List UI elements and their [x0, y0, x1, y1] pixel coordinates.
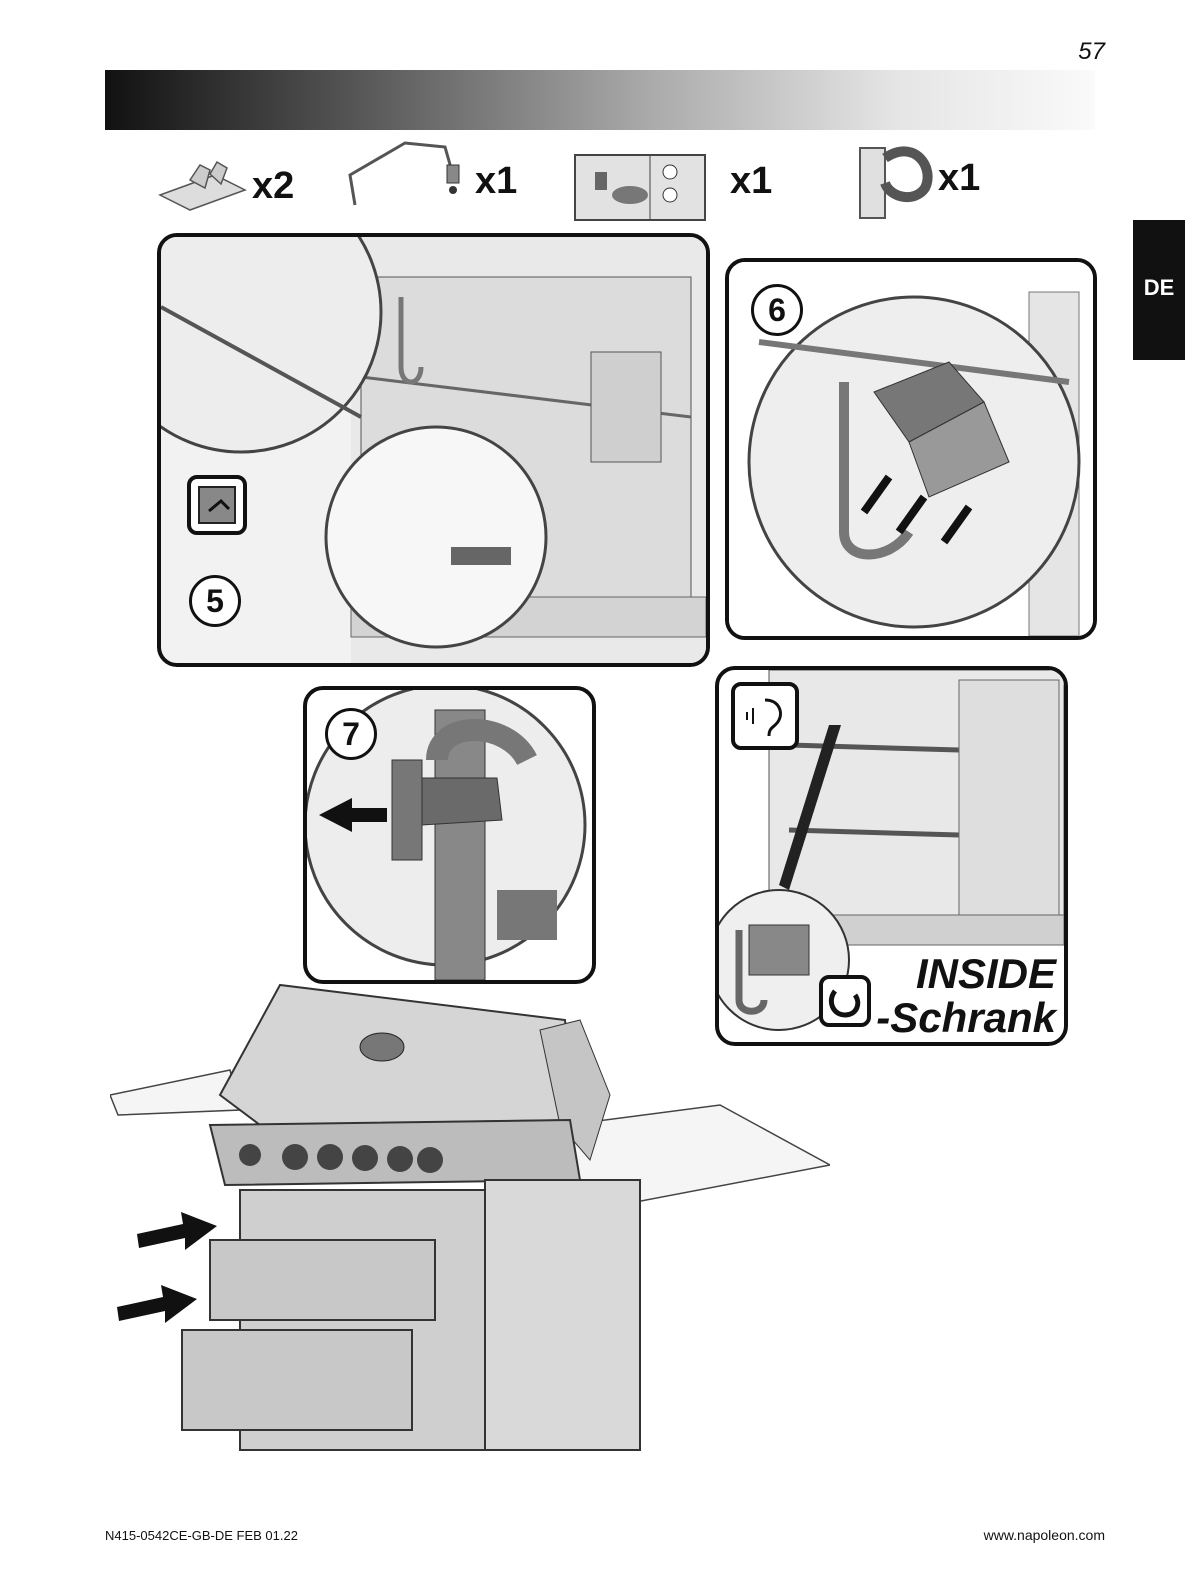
step-number-5: 5	[189, 575, 241, 627]
step-5-panel: 5	[157, 233, 710, 667]
inside-cabinet-label: INSIDE -Schrank	[876, 952, 1056, 1040]
control-box-icon	[570, 150, 710, 225]
step-6-panel: 6	[725, 258, 1097, 640]
page-number: 57	[1078, 38, 1105, 66]
step-number-6: 6	[751, 284, 803, 336]
hose-clip-icon	[855, 128, 935, 223]
website-link[interactable]: www.napoleon.com	[984, 1527, 1105, 1543]
igniter-wire-icon	[345, 135, 465, 215]
header-bar	[105, 70, 1095, 130]
clip-quantity: x2	[252, 165, 294, 208]
clip-icon	[155, 160, 250, 215]
step-number-7: 7	[325, 708, 377, 760]
cabinet-illustration	[161, 237, 706, 663]
igniter-wire-quantity: x1	[475, 160, 517, 203]
inside-label-line-1: INSIDE	[876, 952, 1056, 996]
arrow-right-lower-icon	[115, 1283, 200, 1328]
document-code: N415-0542CE-GB-DE FEB 01.22	[105, 1528, 298, 1543]
step-7-panel: 7	[303, 686, 596, 984]
detail-circle-clips	[161, 237, 381, 452]
inside-label-line-2: -Schrank	[876, 996, 1056, 1040]
hose-clip-quantity: x1	[938, 157, 980, 200]
control-box-quantity: x1	[730, 160, 772, 203]
listen-icon	[731, 682, 799, 750]
arrow-right-upper-icon	[135, 1210, 220, 1255]
language-tab: DE	[1133, 220, 1185, 360]
detail-circle-wire	[326, 427, 546, 647]
tool-icon	[187, 475, 247, 535]
